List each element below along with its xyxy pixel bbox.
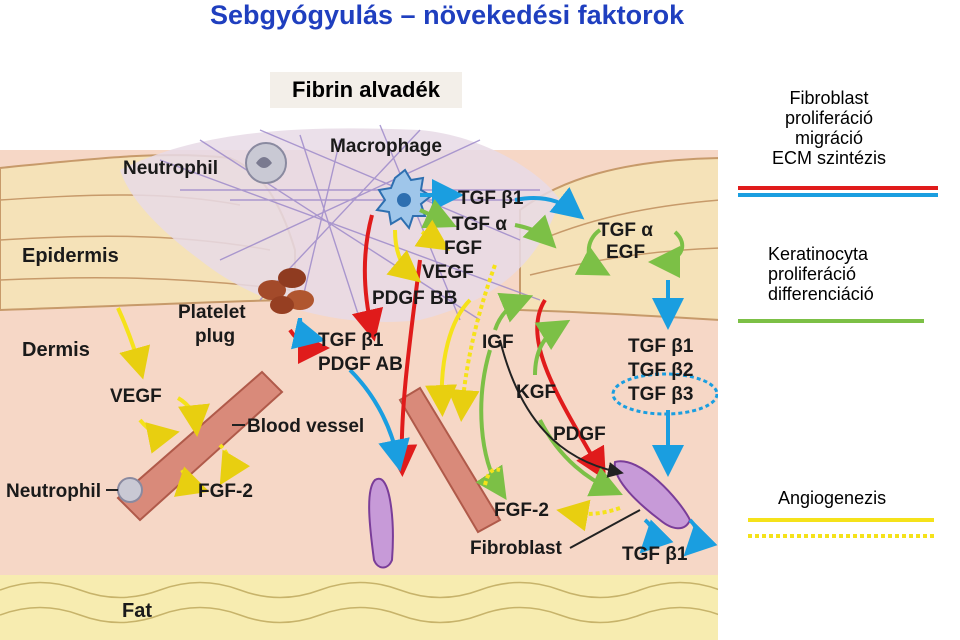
blood-vessel-label: Blood vessel <box>247 416 364 437</box>
plug-label: plug <box>195 326 235 347</box>
legend-keratinocyta-line-2: proliferáció <box>768 264 857 284</box>
fgf2-bottom-label: FGF-2 <box>494 500 549 521</box>
legend-keratinocyta-line-1: Keratinocyta <box>768 244 869 264</box>
tgfa-right-label: TGF α <box>598 220 653 241</box>
neutrophil-top-label: Neutrophil <box>123 158 218 179</box>
dermis-label: Dermis <box>22 339 90 361</box>
egf-label: EGF <box>606 242 645 263</box>
pdgfbb-label: PDGF BB <box>372 288 458 309</box>
arrow-blue-pdgfab-fibroblast <box>348 368 410 472</box>
arrow-green-igf <box>475 292 534 500</box>
platelet-plug-cells <box>258 268 314 314</box>
tgfb1-bottom-label: TGF β1 <box>622 544 688 565</box>
pdgf-label: PDGF <box>553 424 606 445</box>
legend-panel: Fibroblast proliferáció migráció ECM szi… <box>718 56 960 640</box>
macrophage-cell <box>375 168 433 231</box>
tgfa-top-label: TGF α <box>452 214 507 235</box>
legend-fibroblast-line-1: Fibroblast <box>789 88 869 108</box>
fibrin-clot-label: Fibrin alvadék <box>270 72 462 108</box>
neutrophil-top-cell <box>245 142 287 184</box>
igf-label: IGF <box>482 332 514 353</box>
kgf-label: KGF <box>516 382 556 403</box>
legend-yellow-line <box>748 518 934 522</box>
arrow-yellow-vegf <box>116 229 472 454</box>
vegf-mid-label: VEGF <box>422 262 474 283</box>
vegf-left-label: VEGF <box>110 386 162 407</box>
legend-blue-line <box>738 193 938 197</box>
arrow-blue-platelet <box>290 317 326 350</box>
fgf-label: FGF <box>444 238 482 259</box>
page-title: Sebgyógyulás – növekedési faktorok <box>210 0 685 30</box>
platelet-label: Platelet <box>178 302 246 323</box>
tgfb1-right-label: TGF β1 <box>628 336 694 357</box>
fibroblast-cell-left <box>368 477 394 569</box>
fgf2-left-label: FGF-2 <box>198 481 253 502</box>
legend-green-line <box>738 319 924 323</box>
arrow-green-kgf <box>533 319 623 497</box>
arrow-red-pdgf-right <box>535 298 606 481</box>
tgfb1-top-label: TGF β1 <box>458 188 524 209</box>
legend-keratinocyta-line-3: differenciáció <box>768 284 874 304</box>
arrow-red-macrophage <box>351 214 384 342</box>
arrow-yellow-dotted-fgf <box>173 219 621 532</box>
legend-keratinocyta: Keratinocyta proliferáció differenciáció <box>768 244 874 304</box>
fibroblast-cell-right <box>613 460 692 530</box>
legend-fibroblast-line-4: ECM szintézis <box>772 148 887 168</box>
arrow-black-fibroblast-lines <box>106 339 641 549</box>
fat-layer <box>0 575 721 640</box>
blood-vessel-middle <box>398 386 502 534</box>
arrow-blue-tgfb1-curve <box>514 187 585 220</box>
tgfb1-platelet-label: TGF β1 <box>318 330 384 351</box>
neutrophil-bottom-cell <box>117 477 143 503</box>
arrow-green-egf-loop <box>574 228 685 278</box>
fat-label: Fat <box>122 600 152 622</box>
legend-fibroblast-line-2: proliferáció <box>784 108 874 128</box>
arrow-blue-bottom-tgfb1 <box>639 518 718 557</box>
tgfb3-label: TGF β3 <box>628 384 693 405</box>
tgfb2-label: TGF β2 <box>628 360 693 381</box>
pdgfab-label: PDGF AB <box>318 354 403 375</box>
legend-fibroblast: Fibroblast proliferáció migráció ECM szi… <box>772 88 886 168</box>
fibroblast-label: Fibroblast <box>470 538 563 559</box>
legend-fibroblast-line-3: migráció <box>795 128 864 148</box>
neutrophil-bottom-label: Neutrophil <box>6 481 101 502</box>
inhibitor-dotted-ellipse <box>611 372 719 416</box>
legend-yellow-dotted-line <box>748 534 934 538</box>
legend-red-line <box>738 186 938 190</box>
blood-vessel-left <box>116 370 284 522</box>
epidermis-label: Epidermis <box>22 245 119 267</box>
legend-angiogenezis: Angiogenezis <box>778 488 887 508</box>
macrophage-label: Macrophage <box>330 136 442 157</box>
